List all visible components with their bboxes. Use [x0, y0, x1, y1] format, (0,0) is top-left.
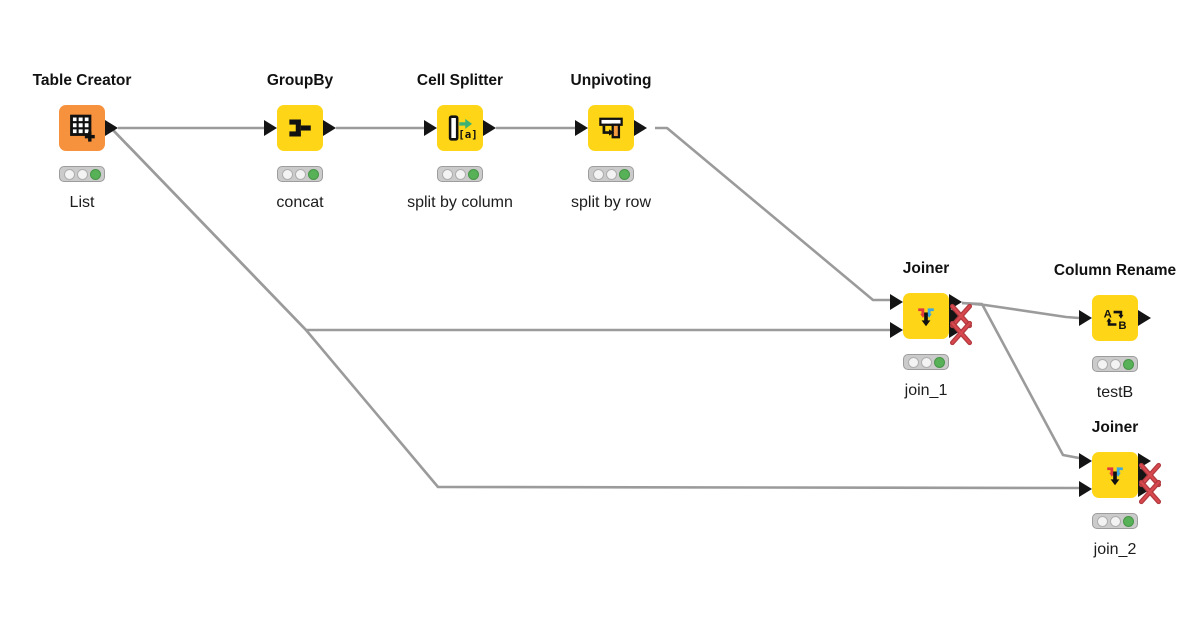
status-lights	[588, 166, 634, 182]
connection-tablecreator-join2[interactable]	[111, 128, 1080, 490]
disabled-port-x-icon	[1138, 479, 1162, 505]
column-rename-icon: A B	[1104, 308, 1127, 332]
status-lights	[1092, 513, 1138, 529]
input-port-1[interactable]	[890, 294, 903, 310]
node-title: GroupBy	[266, 72, 334, 89]
input-port-2[interactable]	[1079, 481, 1092, 497]
node-cell-splitter[interactable]: Cell Splitter [a] split by column	[407, 72, 513, 211]
input-port-2[interactable]	[890, 322, 903, 338]
status-light-green	[89, 168, 101, 180]
status-light-green	[1122, 515, 1134, 527]
joiner-icon	[918, 308, 934, 327]
node-title: Joiner	[1091, 419, 1139, 436]
status-light-off	[454, 168, 466, 180]
node-label[interactable]: List	[69, 194, 95, 211]
cell-splitter-icon[interactable]: [a]	[437, 105, 483, 151]
output-port[interactable]	[634, 120, 647, 136]
status-light-off	[63, 168, 75, 180]
svg-text:[a]: [a]	[458, 128, 477, 141]
node-label[interactable]: testB	[1096, 384, 1134, 401]
node-label[interactable]: join_2	[1093, 541, 1137, 558]
node-groupby[interactable]: GroupBy concat	[264, 72, 336, 211]
groupby-icon	[289, 119, 311, 137]
input-port[interactable]	[424, 120, 437, 136]
svg-text:B: B	[1118, 320, 1126, 332]
status-lights	[1092, 356, 1138, 372]
node-label[interactable]: join_1	[904, 382, 948, 399]
table-create-icon[interactable]	[59, 105, 105, 151]
joiner-icon[interactable]	[903, 293, 949, 339]
status-light-off	[1109, 515, 1121, 527]
disabled-port-x-icon	[949, 303, 973, 329]
status-light-off	[76, 168, 88, 180]
status-light-off	[441, 168, 453, 180]
status-light-green	[1122, 358, 1134, 370]
node-title: Column Rename	[1053, 262, 1177, 279]
status-light-off	[281, 168, 293, 180]
status-lights	[437, 166, 483, 182]
input-port[interactable]	[264, 120, 277, 136]
status-light-off	[1109, 358, 1121, 370]
status-light-green	[307, 168, 319, 180]
disabled-port-x-icon	[1138, 462, 1162, 488]
input-port[interactable]	[575, 120, 588, 136]
joiner-icon	[1107, 467, 1123, 486]
joiner-icon[interactable]	[1092, 452, 1138, 498]
groupby-icon[interactable]	[277, 105, 323, 151]
status-light-green	[933, 356, 945, 368]
cell-splitter-icon: [a]	[448, 115, 477, 141]
status-light-off	[907, 356, 919, 368]
status-lights	[903, 354, 949, 370]
column-rename-icon[interactable]: A B	[1092, 295, 1138, 341]
node-title: Cell Splitter	[416, 72, 504, 89]
output-port[interactable]	[1138, 310, 1151, 326]
connection-join1-join2[interactable]	[961, 301, 1080, 460]
node-label[interactable]: split by row	[570, 194, 652, 211]
status-light-off	[1096, 358, 1108, 370]
table-create-icon	[70, 114, 95, 142]
connection-unpivoting-join1[interactable]	[655, 126, 890, 302]
output-port[interactable]	[323, 120, 336, 136]
connection-tablecreator-join1[interactable]	[111, 128, 890, 332]
status-light-off	[592, 168, 604, 180]
node-title: Joiner	[902, 260, 950, 277]
node-unpivoting[interactable]: Unpivoting split by row	[571, 72, 652, 211]
node-label[interactable]: concat	[276, 194, 324, 211]
node-title: Table Creator	[32, 72, 132, 89]
node-table-creator[interactable]: Table Creator List	[33, 72, 132, 211]
node-joiner-2[interactable]: Joiner join_2	[1079, 419, 1162, 558]
output-port[interactable]	[105, 120, 118, 136]
input-port[interactable]	[1079, 310, 1092, 326]
disabled-port-x-icon	[949, 320, 973, 346]
svg-text:A: A	[1104, 308, 1112, 320]
status-lights	[59, 166, 105, 182]
status-light-off	[294, 168, 306, 180]
status-light-off	[605, 168, 617, 180]
node-joiner-1[interactable]: Joiner join_1	[890, 260, 973, 399]
status-light-off	[1096, 515, 1108, 527]
status-light-green	[618, 168, 630, 180]
input-port-1[interactable]	[1079, 453, 1092, 469]
output-port[interactable]	[483, 120, 496, 136]
connection-join1-columnrename[interactable]	[961, 301, 1080, 320]
status-light-green	[467, 168, 479, 180]
node-column-rename[interactable]: Column Rename A B testB	[1054, 262, 1176, 401]
status-light-off	[920, 356, 932, 368]
node-label[interactable]: split by column	[407, 194, 513, 211]
node-title: Unpivoting	[570, 72, 652, 89]
unpivoting-icon	[599, 117, 623, 139]
status-lights	[277, 166, 323, 182]
unpivoting-icon[interactable]	[588, 105, 634, 151]
